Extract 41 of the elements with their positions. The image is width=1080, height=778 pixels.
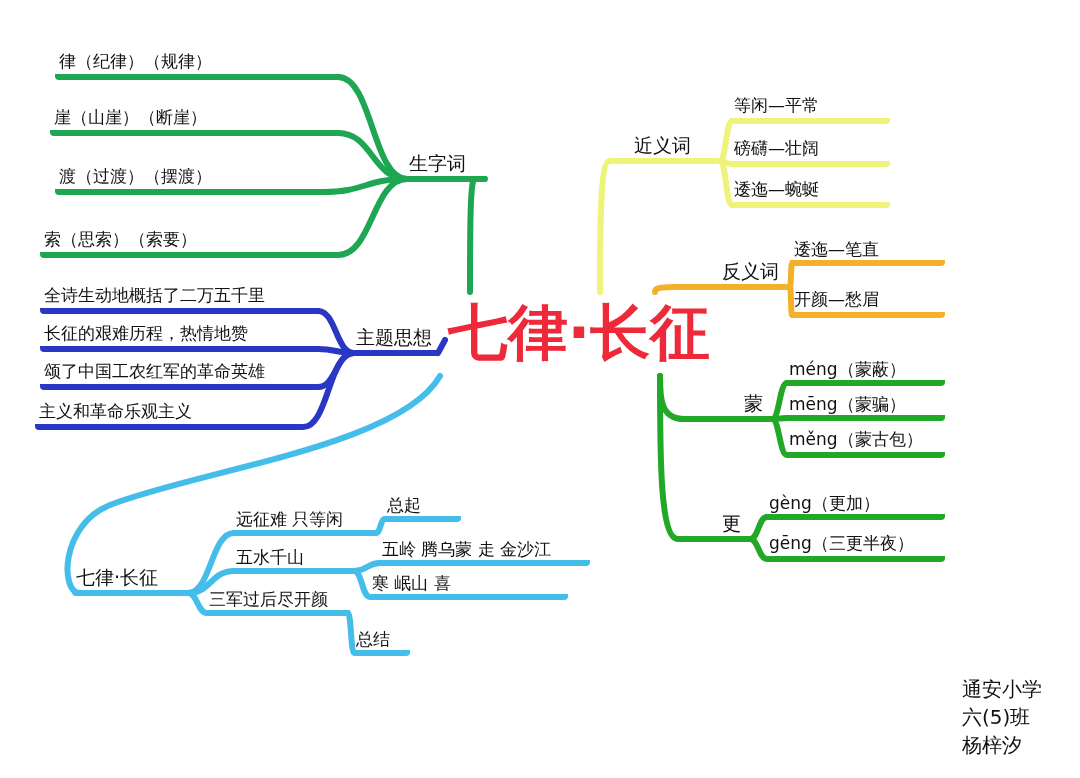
branch-item: mēng（蒙骗） <box>785 393 945 421</box>
branch-line <box>373 516 388 536</box>
branch-item: 开颜—愁眉 <box>790 288 945 318</box>
branch-item: 索（思索）（索要） <box>40 228 340 258</box>
branch-item: 五岭 腾乌蒙 走 金沙江 <box>378 538 590 566</box>
branch-line <box>345 610 357 656</box>
branch-line <box>435 337 448 356</box>
branch-item: 崖（山崖）（断崖） <box>50 106 340 136</box>
branch-item: 逶迤—笔直 <box>790 238 945 266</box>
branch-item: 寒 岷山 喜 <box>368 572 568 600</box>
author-note: 通安小学 <box>962 676 1042 702</box>
branch-item: 磅礴—壮阔 <box>730 137 890 167</box>
branch-topic: 七律·长征 <box>72 566 190 596</box>
author-note: 杨梓汐 <box>962 732 1022 758</box>
branch-item: 渡（过渡）（摆渡） <box>55 165 325 195</box>
branch-topic: 蒙 <box>740 392 774 422</box>
branch-item: 总起 <box>383 494 461 522</box>
branch-item: 逶迤—蜿蜒 <box>730 178 890 208</box>
branch-item: 颂了中国工农红军的革命英雄 <box>40 360 320 390</box>
central-topic: 七律·长征 <box>445 292 713 376</box>
branch-item: 全诗生动地概括了二万五千里 <box>40 284 320 314</box>
branch-item: 长征的艰难历程，热情地赞 <box>40 322 320 352</box>
branch-topic: 反义词 <box>718 260 792 290</box>
branch-line <box>787 284 795 318</box>
branch-line <box>467 176 488 295</box>
branch-topic: 近义词 <box>630 134 722 164</box>
branch-item: 主义和革命乐观主义 <box>35 400 305 430</box>
branch-item: 五水千山 <box>232 546 356 574</box>
branch-item: 等闲—平常 <box>730 94 890 124</box>
branch-item: méng（蒙蔽） <box>785 358 945 386</box>
branch-topic: 生字词 <box>405 152 487 182</box>
branch-item: gēng（三更半夜） <box>765 532 945 562</box>
branch-item: 三军过后尽开颜 <box>205 588 350 616</box>
branch-topic: 主题思想 <box>352 326 440 356</box>
branch-item: gèng（更加） <box>765 492 945 520</box>
branch-item: 律（纪律）（规律） <box>55 50 340 80</box>
branch-topic: 更 <box>718 512 752 542</box>
branch-item: měng（蒙古包） <box>785 428 945 458</box>
author-note: 六(5)班 <box>962 704 1031 730</box>
branch-item: 远征难 只等闲 <box>232 508 378 536</box>
branch-item: 总结 <box>352 628 410 656</box>
